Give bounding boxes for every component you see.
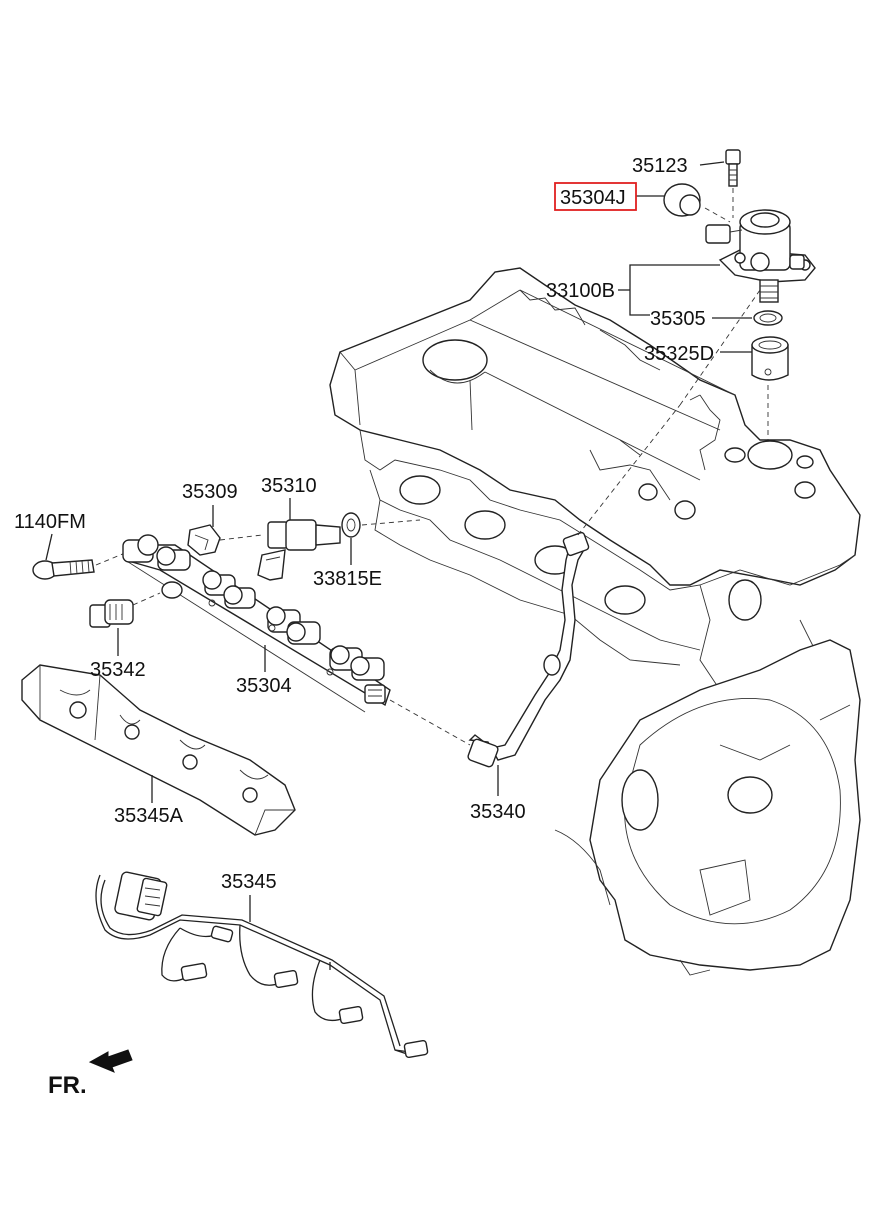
front-direction-indicator: FR. [48, 1049, 133, 1099]
injector-wiring-harness [95, 871, 429, 1059]
label-35309[interactable]: 35309 [182, 481, 238, 503]
label-35310[interactable]: 35310 [261, 475, 317, 497]
label-33815E[interactable]: 33815E [313, 568, 382, 590]
leader-lines [45, 161, 752, 922]
label-35123[interactable]: 35123 [632, 155, 688, 177]
part-labels: 35123 35304J 33100B 35305 35325D 35309 3… [14, 155, 714, 893]
label-35304[interactable]: 35304 [236, 675, 292, 697]
label-35345[interactable]: 35345 [221, 871, 277, 893]
fuel-rail-assembly [21, 289, 761, 836]
label-35340[interactable]: 35340 [470, 801, 526, 823]
label-1140FM[interactable]: 1140FM [14, 511, 86, 533]
label-33100B[interactable]: 33100B [546, 280, 615, 302]
label-35305[interactable]: 35305 [650, 308, 706, 330]
label-35304J[interactable]: 35304J [560, 187, 626, 209]
front-direction-label: FR. [48, 1072, 87, 1099]
label-35345A[interactable]: 35345A [114, 805, 184, 827]
engine-cylinder-head [329, 267, 861, 976]
high-pressure-fuel-pump [663, 149, 816, 440]
front-arrow-icon [88, 1049, 133, 1073]
highlight-box-35304J [554, 182, 637, 211]
label-35325D[interactable]: 35325D [644, 343, 714, 365]
label-35342[interactable]: 35342 [90, 659, 146, 681]
